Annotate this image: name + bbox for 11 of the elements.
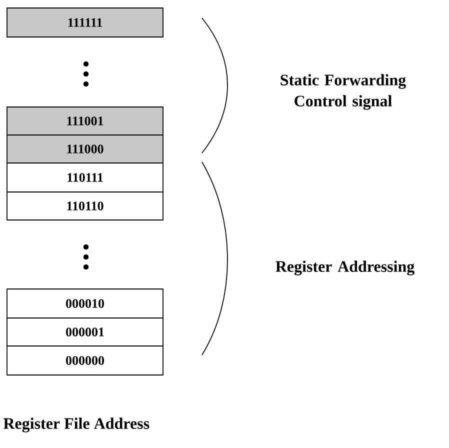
register-cell: 111111 bbox=[6, 8, 164, 38]
register-cell: 000000 bbox=[6, 346, 164, 376]
bracket-label: Static Forwarding Control signal bbox=[280, 74, 406, 110]
register-cell: 111000 bbox=[6, 134, 164, 164]
bracket-label: Register Addressing bbox=[276, 260, 414, 276]
caption: Register File Address bbox=[3, 418, 150, 432]
register-cell: 000010 bbox=[6, 288, 164, 318]
register-cell: 110110 bbox=[6, 192, 164, 220]
register-cell: 000001 bbox=[6, 318, 164, 346]
register-cell: 111001 bbox=[6, 106, 164, 136]
register-cell: 110111 bbox=[6, 162, 164, 192]
